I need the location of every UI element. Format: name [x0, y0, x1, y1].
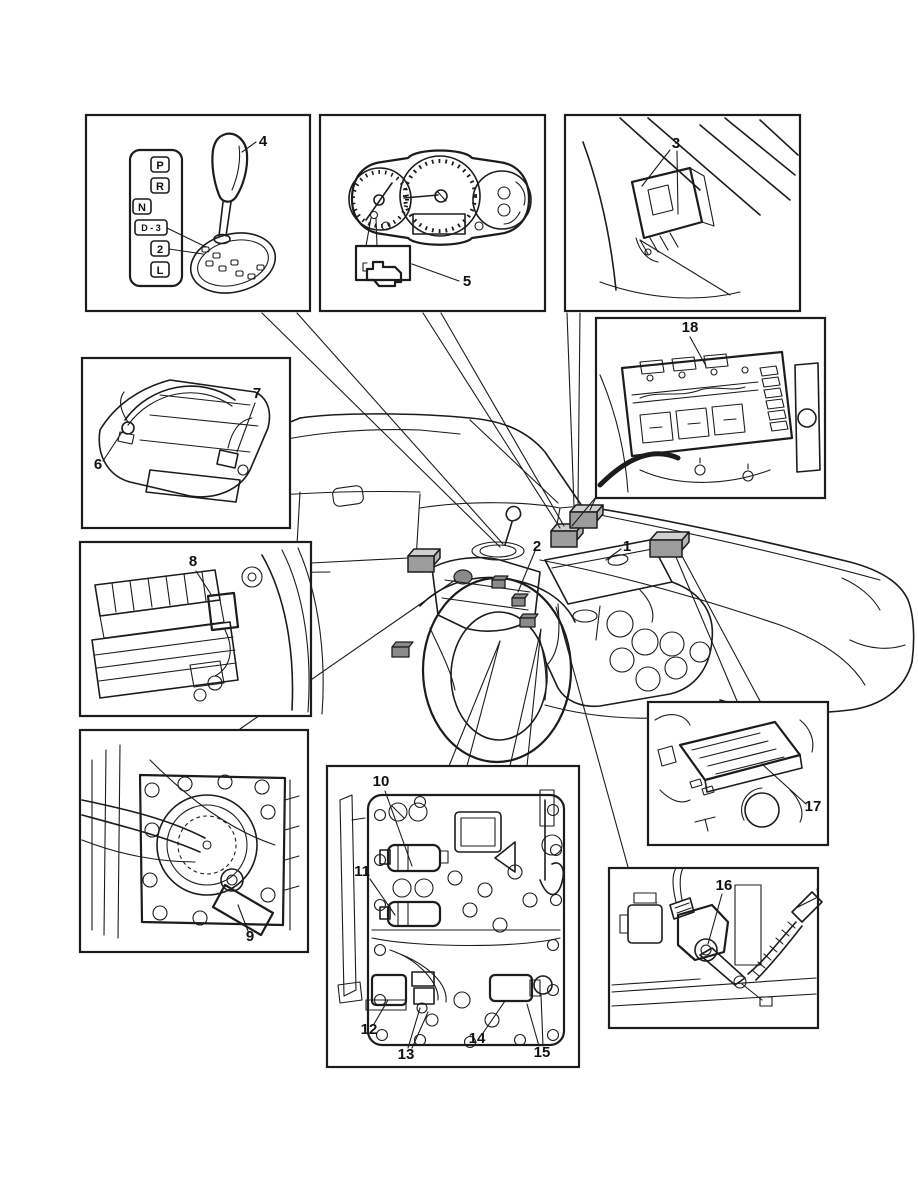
leader-callout-1: [605, 548, 622, 561]
leader-battery-area: [310, 557, 409, 564]
callout-12: 12: [361, 1021, 378, 1038]
callout-1: 1: [623, 538, 631, 555]
dash-panel-lines: [582, 117, 799, 299]
inset-valve-body: 10 11 12 13 14 15: [325, 764, 581, 1069]
leader-cluster-b: [440, 312, 565, 527]
callout-16: 16: [716, 877, 733, 894]
leader-callout-2: [517, 550, 536, 593]
callout-9: 9: [246, 928, 254, 945]
gate-label-2: 2: [157, 244, 163, 256]
inset-battery-area: 8: [78, 540, 324, 718]
connector-cube-left: [407, 548, 441, 573]
gate-label-d3: D - 3: [141, 223, 161, 233]
engine-assembly: [544, 539, 714, 708]
front-wheel: [419, 569, 576, 764]
connector-cube-cowl-upper: [569, 504, 604, 529]
shift-gate-plate: [166, 227, 277, 294]
gate-label-n: N: [138, 202, 146, 214]
transmission-body: [98, 379, 271, 503]
fuse-box-body: [620, 350, 794, 458]
check-engine-icon: [365, 260, 403, 288]
leader-cluster-a: [422, 312, 561, 529]
callout-7: 7: [253, 385, 261, 402]
mil-indicator: [354, 210, 412, 288]
leader-junction-a: [566, 312, 575, 507]
callout-3: 3: [672, 135, 680, 152]
component-8: [189, 591, 240, 702]
leader-neutral-switch: [555, 606, 629, 868]
inset-dash-junction: 3: [563, 113, 802, 313]
inset-shift-lever: P R N D - 3 2 L: [84, 113, 312, 313]
gate-label-r: R: [156, 181, 164, 193]
gate-label-p: P: [156, 160, 163, 172]
callout-2: 2: [533, 538, 541, 555]
gauge-right: [472, 170, 532, 231]
leader-junction-b: [577, 312, 581, 506]
leader-fusebox-b: [571, 496, 597, 527]
callout-15: 15: [534, 1044, 551, 1061]
callout-17: 17: [805, 798, 822, 815]
ecm-module: [678, 720, 803, 828]
leader-ecm-a: [675, 556, 738, 702]
shift-cable: [747, 888, 823, 981]
leader-valve-body-b1: [509, 628, 542, 767]
callout-18: 18: [682, 319, 699, 336]
inset-fuse-box: 18: [594, 316, 827, 500]
end-cover-plate: [138, 773, 287, 927]
leader-shift-gate-a: [261, 312, 501, 548]
connector-cube-right: [649, 531, 690, 558]
callout-5: 5: [463, 273, 471, 290]
callout-11: 11: [354, 863, 370, 880]
car-illustration: 1 2: [195, 413, 915, 764]
callout-14: 14: [469, 1030, 486, 1047]
battery-grid: [91, 569, 239, 699]
callout-13: 13: [398, 1046, 415, 1063]
harness-connectors-dark: [391, 575, 539, 658]
leader-valve-body-a1: [448, 640, 501, 767]
reservoir: [619, 892, 663, 944]
shift-gate-indicator: P R N D - 3 2 L: [132, 156, 170, 278]
callout-8: 8: [189, 553, 197, 570]
leader-ecm-b: [681, 555, 761, 702]
gear-shifter-on-car: [471, 505, 525, 561]
fuse-box-bracket: [597, 362, 821, 493]
inset-ecm: 17: [646, 700, 830, 847]
inset-instrument-cluster: 5: [318, 113, 547, 313]
harness-curves: [81, 759, 276, 863]
fender-arcs: [241, 547, 324, 715]
side-bracket: [337, 794, 366, 1004]
leader-lines: [239, 312, 761, 868]
shift-solenoids-upper: [379, 843, 449, 928]
leader-shift-gate-b: [296, 312, 504, 545]
valve-body-plate: [366, 789, 566, 1049]
leader-fusebox-a: [589, 496, 597, 511]
inset-transmission-side: 6 7: [80, 356, 292, 530]
gate-label-l: L: [157, 265, 164, 277]
gauge-center: [399, 155, 481, 237]
inset-transmission-end: 9: [78, 728, 310, 954]
engine-bay-surroundings: [654, 714, 814, 832]
junction-unit: [630, 166, 715, 263]
engine-block-lines: [91, 744, 300, 939]
leader-valve-body-a2: [466, 640, 501, 767]
inset-neutral-switch: 16: [607, 866, 823, 1030]
solenoids-lower: [365, 949, 553, 1028]
callout-6: 6: [94, 456, 102, 473]
leader-valve-body-b2: [526, 628, 542, 767]
speed-sensor-6: [117, 391, 135, 445]
sensor-9: [211, 868, 275, 937]
callout-10: 10: [373, 773, 390, 790]
callout-4: 4: [259, 133, 268, 150]
